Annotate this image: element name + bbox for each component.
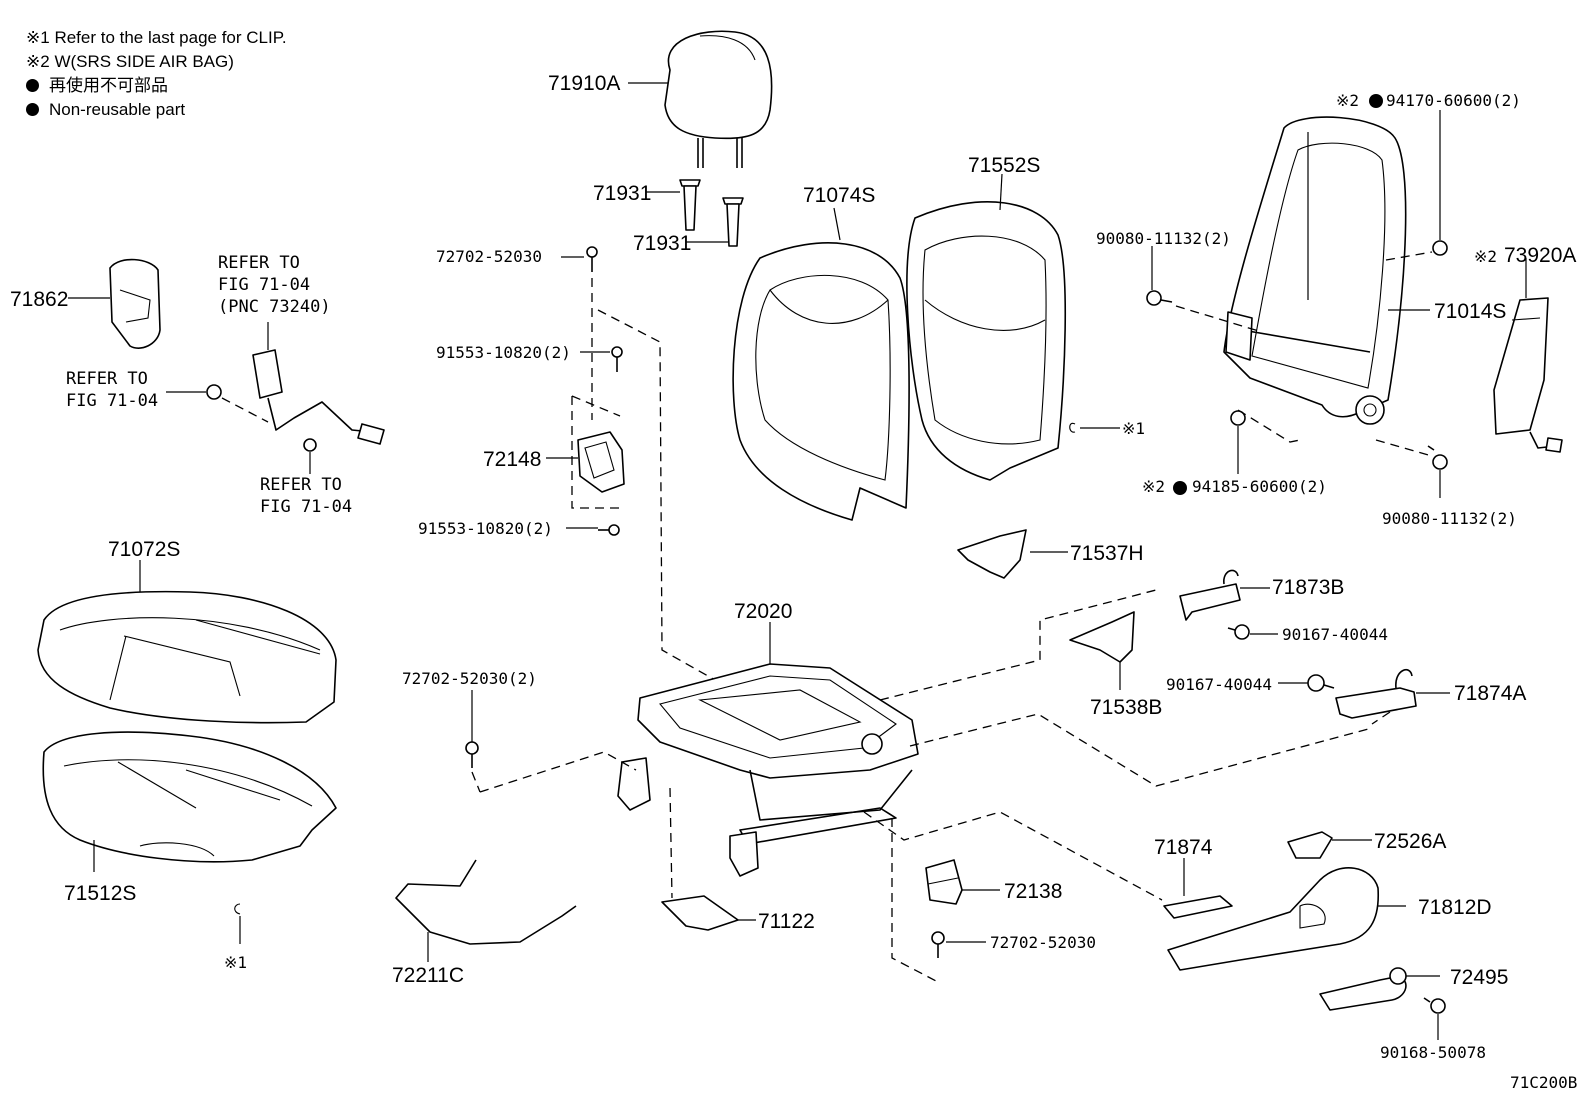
nonreusable-dot-icon — [1173, 481, 1187, 495]
seat-cushion-drawing — [37, 560, 337, 944]
part-label-91553-10820-b: 91553-10820(2) — [418, 519, 553, 538]
part-label-71014S: 71014S — [1434, 300, 1506, 323]
part-label-72495: 72495 — [1450, 966, 1508, 989]
mark-clip-1: ※1 — [1122, 419, 1145, 438]
bullet-icon — [26, 103, 39, 116]
refer-seatbelt-line2: FIG 71-04 — [218, 275, 310, 295]
part-label-71910A: 71910A — [548, 72, 620, 95]
note-nonreusable-jp: 再使用不可部品 — [26, 74, 287, 98]
part-label-72702-52030-top: 72702-52030 — [436, 247, 542, 266]
bracket-71122-drawing — [661, 895, 756, 931]
part-label-90167-40044-b: 90167-40044 — [1166, 675, 1272, 694]
mark-airbag-side: ※2 — [1474, 247, 1497, 266]
wire-72211C-drawing — [395, 859, 577, 962]
part-label-71122: 71122 — [758, 910, 815, 933]
part-label-72148: 72148 — [483, 448, 541, 471]
part-label-72702-52030-mid: 72702-52030(2) — [402, 669, 537, 688]
part-label-71873B: 71873B — [1272, 576, 1344, 599]
side-shield-drawing — [1163, 831, 1446, 1040]
cover-71862-drawing — [68, 258, 161, 349]
legend-notes: ※1 Refer to the last page for CLIP. ※2 W… — [26, 26, 287, 122]
refer-seatbelt-line1: REFER TO — [218, 253, 300, 273]
mark-clip-2: ※1 — [224, 953, 247, 972]
part-label-90080-11132-a: 90080-11132(2) — [1096, 229, 1231, 248]
refer-left-line1: REFER TO — [66, 369, 148, 389]
part-label-71512S: 71512S — [64, 882, 136, 905]
seatback-drawing — [732, 173, 1120, 521]
part-label-71862: 71862 — [10, 288, 68, 311]
note-airbag: ※2 W(SRS SIDE AIR BAG) — [26, 52, 234, 71]
note-nonreusable-en: Non-reusable part — [26, 98, 287, 122]
part-label-71874A: 71874A — [1454, 682, 1526, 705]
mark-airbag-bottom: ※2 — [1142, 477, 1165, 496]
part-label-72020: 72020 — [734, 600, 792, 623]
part-label-94185-60600: 94185-60600(2) — [1192, 477, 1327, 496]
part-label-71552S: 71552S — [968, 154, 1040, 177]
part-label-73920A: 73920A — [1504, 244, 1576, 267]
bracket-72148-drawing — [546, 246, 716, 681]
seatback-frame-drawing — [1146, 110, 1448, 498]
part-label-72138: 72138 — [1004, 880, 1062, 903]
headrest-drawing — [628, 30, 773, 168]
note-clip: ※1 Refer to the last page for CLIP. — [26, 28, 287, 47]
refer-bottom-line2: FIG 71-04 — [260, 497, 352, 517]
headrest-support-drawing — [646, 179, 744, 247]
part-label-71537H: 71537H — [1070, 542, 1144, 565]
part-label-71931-b: 71931 — [633, 232, 691, 255]
bolt-72702-mid-drawing — [465, 690, 481, 793]
figure-id: 71C200B — [1510, 1073, 1577, 1092]
part-label-72211C: 72211C — [392, 964, 464, 987]
part-label-91553-10820-a: 91553-10820(2) — [436, 343, 571, 362]
hinge-covers-drawing — [1179, 569, 1450, 725]
part-label-72702-52030-bot: 72702-52030 — [990, 933, 1096, 952]
mark-airbag-top: ※2 — [1336, 91, 1359, 110]
part-label-71931-a: 71931 — [593, 182, 651, 205]
part-label-71074S: 71074S — [803, 184, 875, 207]
refer-left-line2: FIG 71-04 — [66, 391, 158, 411]
part-label-71538B: 71538B — [1090, 696, 1162, 719]
cover-pieces-drawing — [957, 529, 1135, 690]
part-label-72526A: 72526A — [1374, 830, 1446, 853]
part-label-71812D: 71812D — [1418, 896, 1492, 919]
part-label-71072S: 71072S — [108, 538, 180, 561]
part-label-90080-11132-b: 90080-11132(2) — [1382, 509, 1517, 528]
bullet-icon — [26, 79, 39, 92]
part-label-71874: 71874 — [1154, 836, 1213, 859]
seat-frame-drawing — [479, 589, 1373, 983]
part-label-94170-60600: 94170-60600(2) — [1386, 91, 1521, 110]
refer-bottom-line1: REFER TO — [260, 475, 342, 495]
side-airbag-drawing — [1493, 258, 1563, 453]
bracket-72138-drawing — [925, 859, 1000, 958]
nonreusable-dot-icon — [1369, 94, 1383, 108]
seatbelt-buckle-drawing — [166, 322, 385, 474]
part-label-90167-40044-a: 90167-40044 — [1282, 625, 1388, 644]
refer-seatbelt-line3: (PNC 73240) — [218, 297, 331, 317]
part-label-90168-50078: 90168-50078 — [1380, 1043, 1486, 1062]
